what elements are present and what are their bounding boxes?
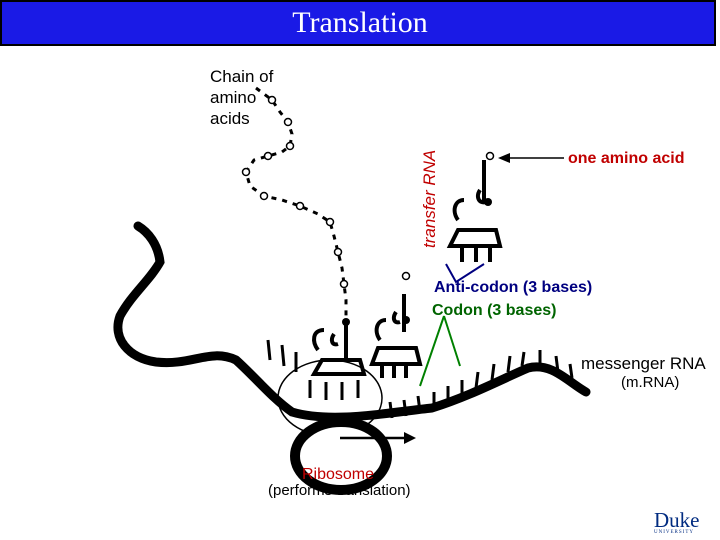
codon-pointers [419, 315, 461, 387]
ribosome-note-label: (performs translation) [268, 482, 411, 499]
logo-sub-text: UNIVERSITY [654, 530, 694, 535]
mrna-strand [113, 221, 591, 422]
chain-label-line: Chain of [210, 67, 274, 86]
mrna-abbrev-label: (m.RNA) [621, 374, 680, 391]
slide-title: Translation [292, 6, 428, 39]
title-bar: Translation [0, 0, 716, 46]
amino-acid-label: one amino acid [568, 150, 685, 167]
ribosome-label: Ribosome [302, 466, 375, 483]
anticodon-label: Anti-codon (3 bases) [434, 279, 593, 296]
amino-acid-pointer [498, 153, 564, 163]
chain-label-line: amino [210, 88, 257, 107]
trna-label: transfer RNA [420, 149, 439, 248]
chain-label: Chain of amino acids [210, 66, 273, 129]
duke-logo: Duke UNIVERSITY [654, 508, 710, 536]
incoming-trna [446, 160, 503, 262]
anticodon-pointer [445, 263, 485, 284]
amino-acid-chain [241, 86, 495, 318]
logo-main-text: Duke [654, 508, 700, 532]
trna-on-ribosome-right [369, 294, 423, 378]
chain-label-line: acids [210, 109, 250, 128]
mrna-label: messenger RNA [581, 354, 706, 373]
codon-label: Codon (3 bases) [432, 302, 557, 319]
trna-on-ribosome-left [310, 318, 367, 376]
